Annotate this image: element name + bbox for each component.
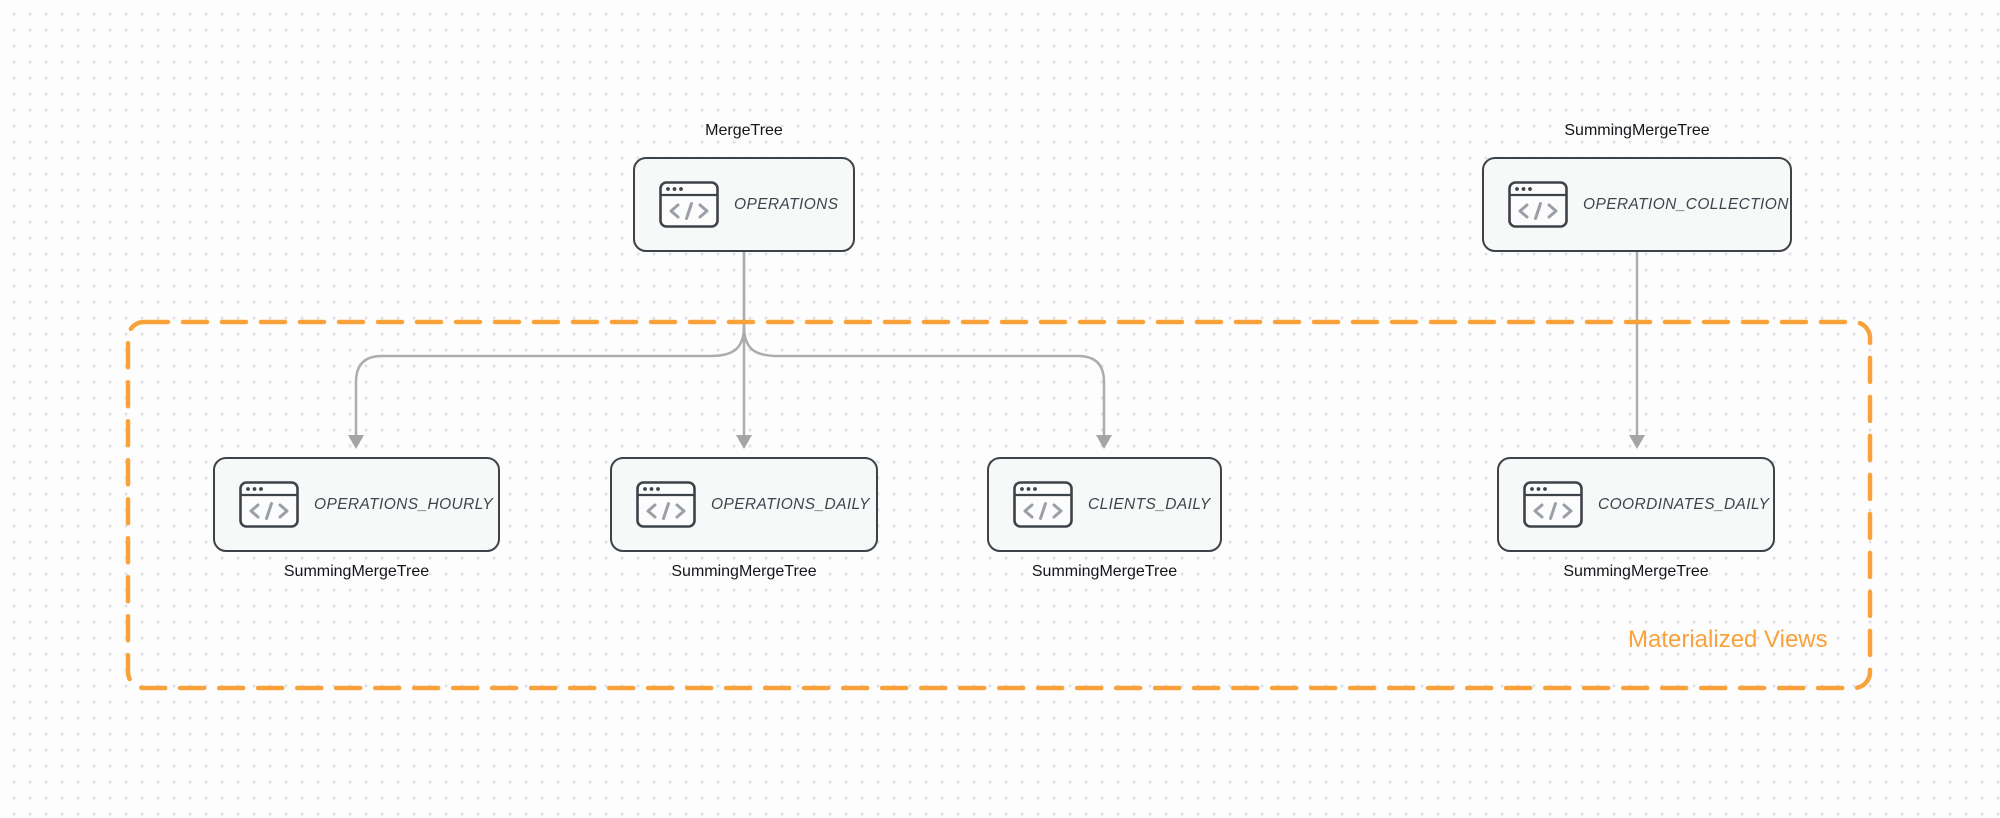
code-window-icon: [659, 181, 719, 228]
node-operations-daily[interactable]: OPERATIONS_DAILY: [610, 457, 878, 552]
code-window-icon: [239, 481, 299, 528]
code-window-icon: [1508, 181, 1568, 228]
node-coordinates-daily[interactable]: COORDINATES_DAILY: [1497, 457, 1775, 552]
arrow-operations-to-operations-hourly: [354, 252, 746, 435]
materialized-views-boundary: [125, 319, 1873, 691]
node-operation-collection[interactable]: OPERATION_COLLECTION: [1482, 157, 1792, 252]
code-window-icon: [1013, 481, 1073, 528]
arrowhead-operations-daily: [736, 435, 752, 449]
node-title: CLIENTS_DAILY: [1088, 495, 1211, 513]
node-title: OPERATION_COLLECTION: [1583, 195, 1789, 213]
node-title: COORDINATES_DAILY: [1598, 495, 1770, 513]
arrowhead-coordinates-daily: [1629, 435, 1645, 449]
node-title: OPERATIONS_DAILY: [711, 495, 870, 513]
engine-label-coordinates-daily: SummingMergeTree: [1563, 563, 1709, 580]
engine-label-operation-collection: SummingMergeTree: [1564, 122, 1710, 139]
engine-label-operations: MergeTree: [705, 122, 783, 139]
node-title: OPERATIONS_HOURLY: [314, 495, 494, 513]
materialized-views-label: Materialized Views: [1628, 626, 1828, 653]
node-clients-daily[interactable]: CLIENTS_DAILY: [987, 457, 1222, 552]
node-operations[interactable]: OPERATIONS: [633, 157, 855, 252]
code-window-icon: [636, 481, 696, 528]
engine-label-operations-hourly: SummingMergeTree: [283, 563, 430, 580]
node-title: OPERATIONS: [734, 195, 839, 213]
code-window-icon: [1523, 481, 1583, 528]
arrow-operations-to-clients-daily: [742, 325, 1106, 435]
engine-label-operations-daily: SummingMergeTree: [671, 563, 817, 580]
arrowhead-operations-hourly: [348, 435, 364, 449]
node-operations-hourly[interactable]: OPERATIONS_HOURLY: [213, 457, 500, 552]
arrowhead-clients-daily: [1096, 435, 1112, 449]
engine-label-clients-daily: SummingMergeTree: [1031, 563, 1178, 580]
